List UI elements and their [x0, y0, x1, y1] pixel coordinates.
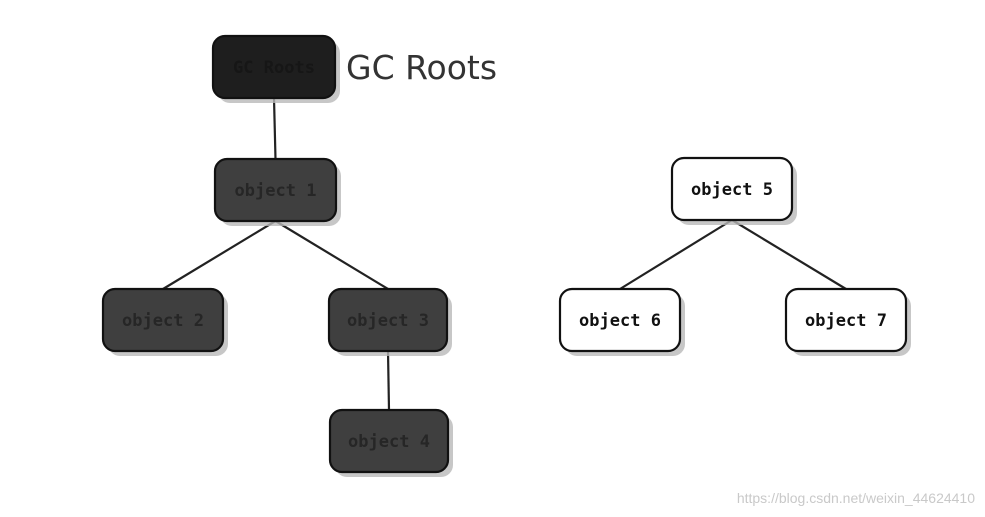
node-object-7: object 7: [784, 287, 911, 356]
edge-object-5-to-object-6: [619, 219, 733, 290]
node-label: object 6: [579, 311, 661, 331]
node-object-1: object 1: [213, 157, 341, 226]
node-box: [558, 287, 682, 353]
node-gc-root: GC Roots: [211, 34, 340, 103]
edge-object-5-to-object-7: [731, 219, 847, 290]
nodes-layer: GC Roots object 1 object 2 object 3 object 4…: [101, 34, 911, 477]
node-label: object 7: [805, 311, 887, 331]
node-object-3: object 3: [327, 287, 452, 356]
node-box: [328, 408, 450, 474]
edge-gc-root-to-object-1: [272, 97, 277, 160]
node-object-2: object 2: [101, 287, 228, 356]
node-object-6: object 6: [558, 287, 685, 356]
node-object-4: object 4: [328, 408, 453, 477]
gc-roots-caption: GC Roots: [346, 48, 497, 87]
node-box: [213, 157, 338, 223]
node-box: [211, 34, 337, 100]
edge-object-1-to-object-2: [162, 220, 277, 290]
node-box: [101, 287, 225, 353]
node-label: GC Roots: [233, 58, 315, 78]
edge-object-1-to-object-3: [274, 220, 389, 290]
node-label: object 1: [235, 181, 317, 201]
edges-layer: [162, 97, 847, 411]
node-label: object 3: [347, 311, 429, 331]
edge-object-3-to-object-4: [386, 350, 391, 411]
node-box: [327, 287, 449, 353]
node-box: [784, 287, 908, 353]
node-object-5: object 5: [670, 156, 797, 225]
watermark-url: https://blog.csdn.net/weixin_44624410: [737, 490, 975, 506]
node-label: object 5: [691, 180, 773, 200]
node-label: object 4: [348, 432, 430, 452]
node-box: [670, 156, 794, 222]
node-label: object 2: [122, 311, 204, 331]
